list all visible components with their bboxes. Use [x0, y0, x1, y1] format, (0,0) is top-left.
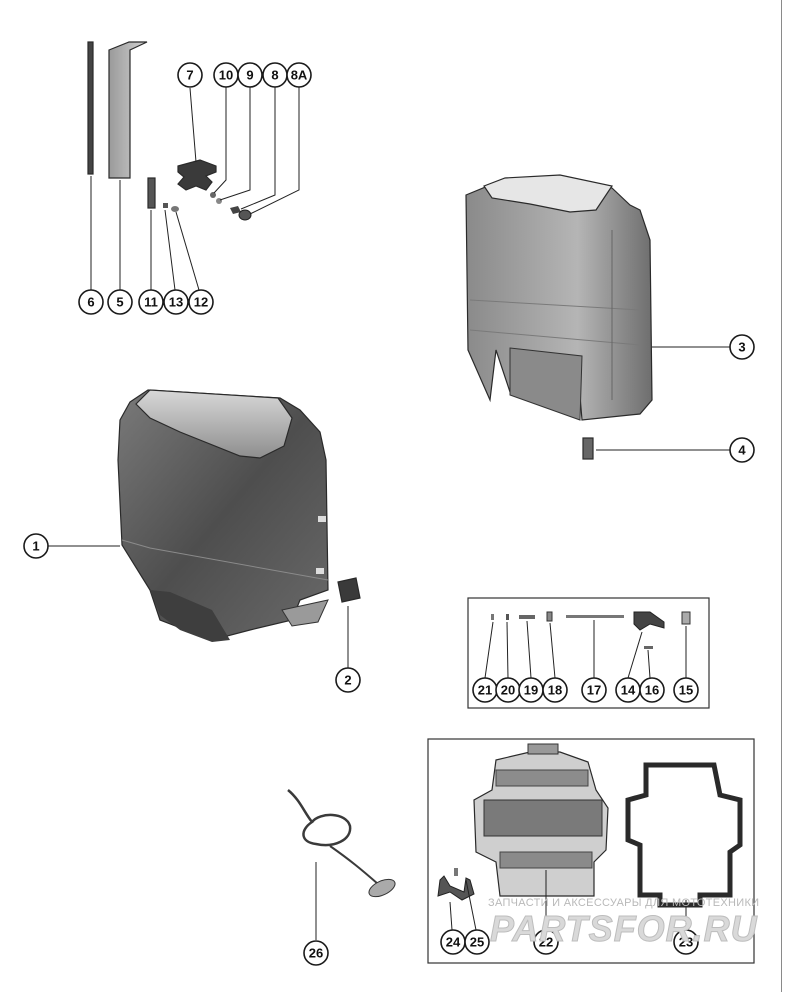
callout-1: 1: [23, 533, 49, 559]
hardware-kit-parts: [491, 611, 691, 649]
svg-text:9: 9: [246, 68, 253, 83]
page-edge-line: [781, 0, 782, 992]
part-23-gasket: [625, 762, 743, 908]
callout-2: 2: [335, 667, 361, 693]
callout-19: 19: [518, 677, 544, 703]
svg-text:14: 14: [621, 683, 636, 698]
svg-text:5: 5: [116, 295, 123, 310]
svg-text:1: 1: [32, 539, 39, 554]
svg-text:7: 7: [186, 68, 193, 83]
callout-13: 13: [163, 289, 189, 315]
bracket-7: [177, 159, 217, 191]
svg-text:8: 8: [271, 68, 278, 83]
callout-22: 22: [533, 929, 559, 955]
small-hardware: [147, 177, 252, 221]
svg-text:13: 13: [169, 295, 183, 310]
svg-text:18: 18: [548, 683, 562, 698]
svg-text:8A: 8A: [291, 68, 308, 83]
svg-text:15: 15: [679, 683, 693, 698]
callout-26: 26: [303, 940, 329, 966]
callout-24: 24: [440, 929, 466, 955]
svg-text:10: 10: [219, 68, 233, 83]
callout-23: 23: [673, 929, 699, 955]
part-26-cable: [287, 789, 396, 898]
callout-25: 25: [464, 929, 490, 955]
part-2-latch: [337, 577, 361, 603]
svg-text:20: 20: [501, 683, 515, 698]
svg-text:17: 17: [587, 683, 601, 698]
callout-11: 11: [138, 289, 164, 315]
callout-21: 21: [472, 677, 498, 703]
svg-text:21: 21: [478, 683, 492, 698]
svg-text:4: 4: [738, 443, 746, 458]
part-22-housing: [473, 743, 609, 897]
callout-20: 20: [495, 677, 521, 703]
svg-text:6: 6: [87, 295, 94, 310]
part-3-rear-cowl: [465, 174, 653, 421]
part-1-front-cowl: [117, 389, 329, 642]
svg-text:26: 26: [309, 946, 323, 961]
watermark-tagline: ЗАПЧАСТИ И АКСЕССУАРЫ ДЛЯ МОТОТЕХНИКИ: [488, 897, 760, 909]
part-24-25-clips: [437, 868, 475, 901]
svg-text:19: 19: [524, 683, 538, 698]
watermark-logo: PARTSFOR.RU: [490, 908, 758, 950]
callout-8: 8: [262, 62, 288, 88]
callout-4: 4: [729, 437, 755, 463]
callout-8a: 8A: [286, 62, 312, 88]
callout-12: 12: [188, 289, 214, 315]
strip-6: [87, 41, 94, 175]
callout-5: 5: [107, 289, 133, 315]
strip-5: [108, 41, 148, 179]
callout-17: 17: [581, 677, 607, 703]
svg-text:3: 3: [738, 340, 745, 355]
svg-text:23: 23: [679, 935, 693, 950]
svg-text:25: 25: [470, 935, 484, 950]
callout-18: 18: [542, 677, 568, 703]
svg-text:24: 24: [446, 935, 461, 950]
svg-text:12: 12: [194, 295, 208, 310]
callout-16: 16: [639, 677, 665, 703]
callout-7: 7: [177, 62, 203, 88]
svg-text:16: 16: [645, 683, 659, 698]
callout-10: 10: [213, 62, 239, 88]
callout-3: 3: [729, 334, 755, 360]
callout-14: 14: [615, 677, 641, 703]
callout-9: 9: [237, 62, 263, 88]
svg-text:2: 2: [344, 673, 351, 688]
hardware-kit-frame: [467, 597, 710, 709]
callout-15: 15: [673, 677, 699, 703]
part-4-clip: [582, 437, 594, 460]
rear-assembly-frame: [427, 738, 755, 964]
svg-text:11: 11: [144, 295, 158, 310]
callout-6: 6: [78, 289, 104, 315]
svg-text:22: 22: [539, 935, 553, 950]
